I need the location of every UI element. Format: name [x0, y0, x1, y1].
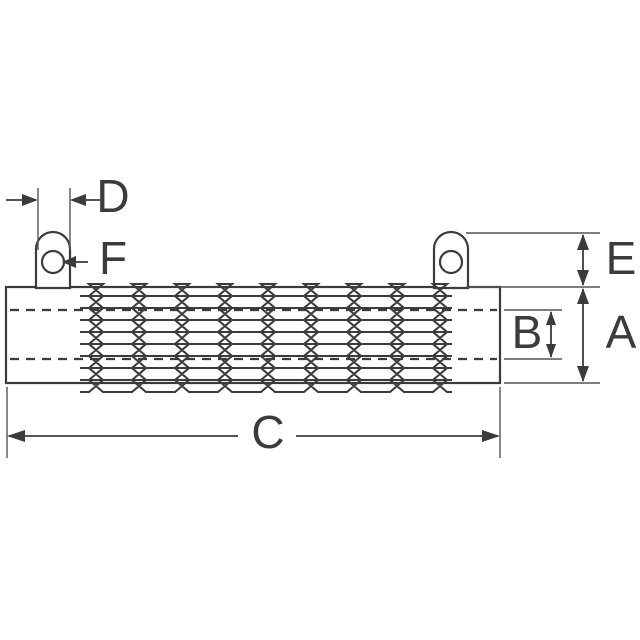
dimension-A-label: A — [606, 306, 637, 358]
dimension-D-arrow-left-icon — [22, 194, 38, 206]
dimension-F: F — [62, 232, 127, 284]
dimension-E: E — [466, 232, 637, 288]
resistance-wire-winding — [80, 282, 452, 394]
dimension-C: C — [6, 387, 501, 458]
dimension-E-arrow-top-icon — [577, 234, 589, 250]
dimension-B-label: B — [512, 306, 543, 358]
dimension-B-arrow-top-icon — [546, 311, 556, 325]
dimension-A: A — [504, 288, 637, 384]
dimension-F-arrow-icon — [62, 256, 76, 268]
dimension-A-arrow-top-icon — [577, 288, 589, 304]
dimension-A-arrow-bottom-icon — [577, 366, 589, 382]
right-terminal-tab — [432, 230, 470, 290]
dimension-C-arrow-left-icon — [7, 430, 25, 442]
dimension-B: B — [504, 306, 562, 360]
dimension-C-label: C — [251, 406, 284, 458]
dimension-D-label: D — [96, 170, 129, 222]
dimension-B-arrow-bottom-icon — [546, 344, 556, 358]
left-terminal-tab — [34, 230, 72, 290]
dimension-C-arrow-right-icon — [482, 430, 500, 442]
right-terminal-outline — [432, 230, 470, 290]
dimension-F-label: F — [99, 232, 127, 284]
dimension-D-arrow-right-icon — [70, 194, 86, 206]
dimension-E-arrow-bottom-icon — [577, 270, 589, 286]
dimension-E-label: E — [606, 232, 637, 284]
dimension-D: D — [6, 170, 130, 250]
right-terminal-hole-icon — [438, 249, 464, 275]
